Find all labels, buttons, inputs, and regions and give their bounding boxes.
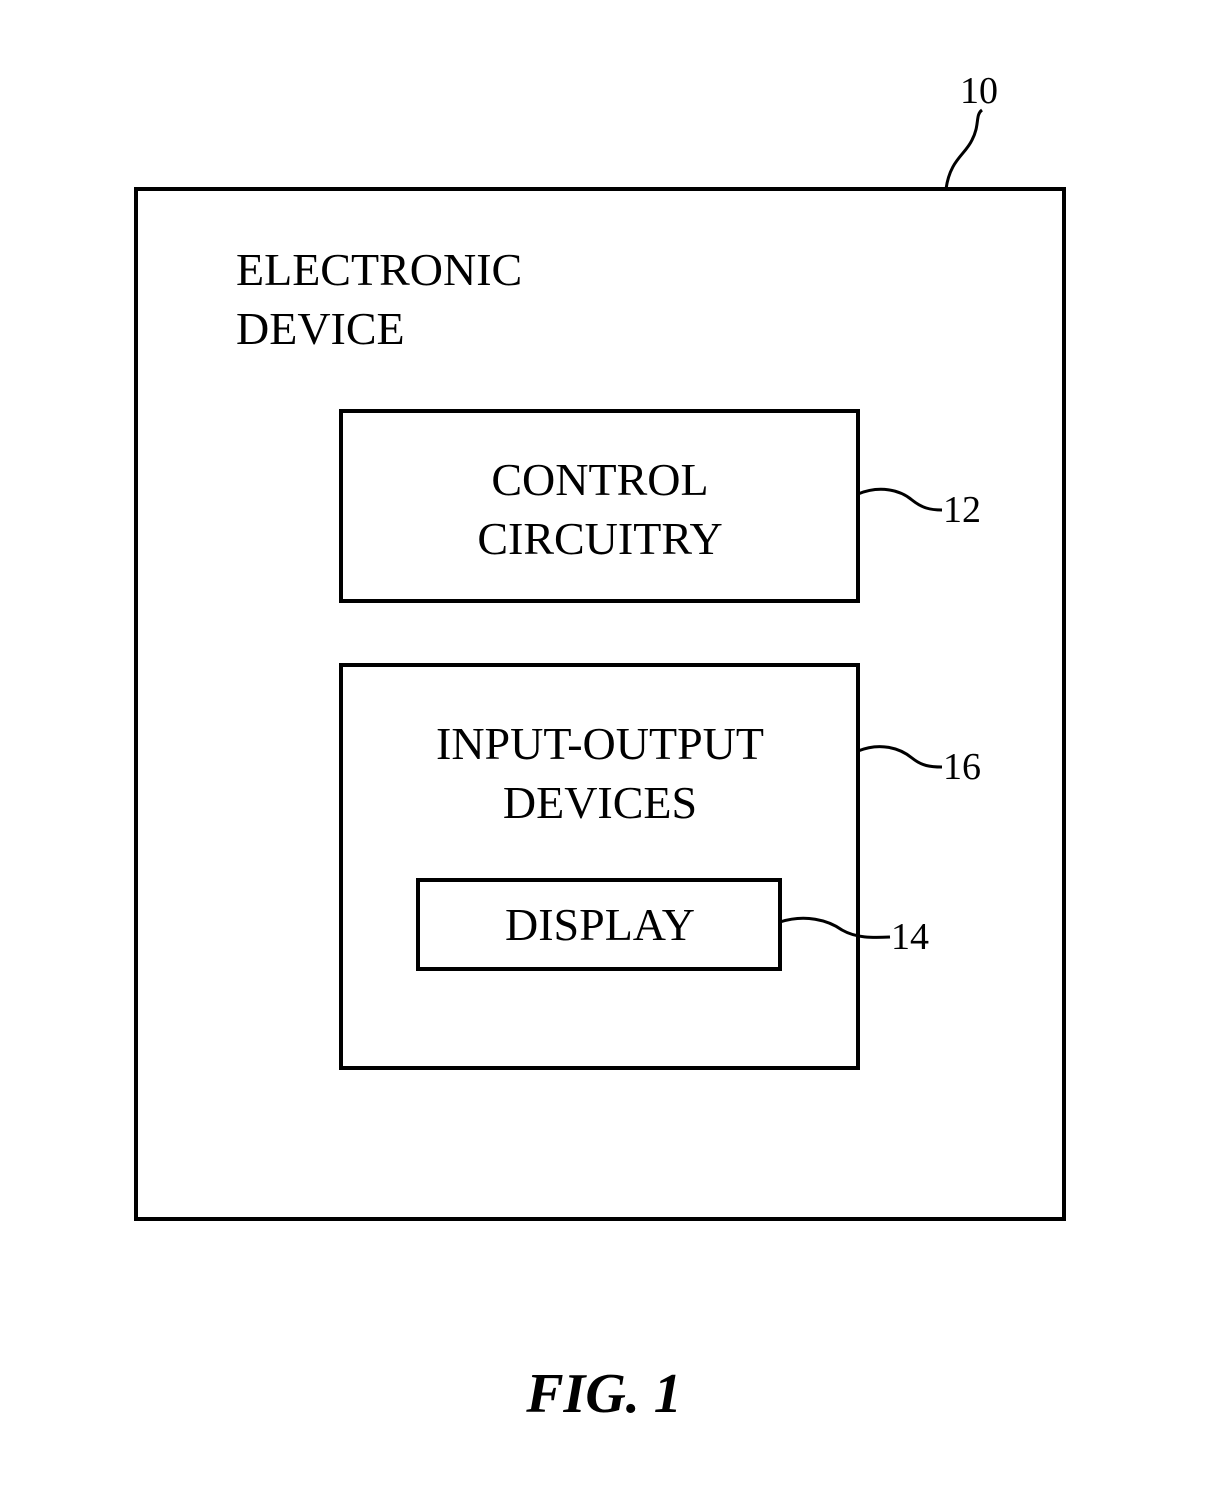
ref-10-leader xyxy=(946,110,982,189)
ref-16-leader xyxy=(858,747,942,767)
input-output-devices-label-line1: INPUT-OUTPUT xyxy=(436,718,764,769)
ref-12-leader xyxy=(858,489,942,510)
control-circuitry-label-line2: CIRCUITRY xyxy=(477,513,722,564)
figure-caption: FIG. 1 xyxy=(525,1363,682,1425)
display-label: DISPLAY xyxy=(505,899,695,950)
electronic-device-label-line1: ELECTRONIC xyxy=(236,244,522,295)
electronic-device-label-line2: DEVICE xyxy=(236,303,405,354)
ref-14-label: 14 xyxy=(891,916,929,958)
control-circuitry-label-line1: CONTROL xyxy=(491,454,708,505)
ref-16-label: 16 xyxy=(943,746,981,788)
control-circuitry-box xyxy=(341,411,858,601)
input-output-devices-label-line2: DEVICES xyxy=(503,777,697,828)
ref-10-label: 10 xyxy=(960,70,998,112)
ref-14-leader xyxy=(780,918,890,937)
ref-12-label: 12 xyxy=(943,489,981,531)
